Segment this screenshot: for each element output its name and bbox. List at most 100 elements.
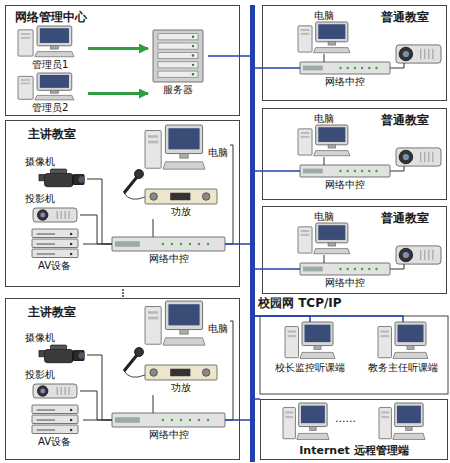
icon-part — [301, 406, 325, 423]
ctl-icon — [300, 263, 390, 275]
dot — [122, 292, 124, 294]
icon-group — [32, 229, 78, 258]
icon-part — [135, 348, 144, 357]
icon-group — [378, 322, 428, 358]
classroom-box: 普通教室电脑网络中控 — [262, 5, 447, 101]
icon-part — [21, 83, 31, 85]
icon-part — [301, 132, 310, 134]
icon-part — [37, 26, 72, 46]
icon-part — [37, 419, 55, 421]
icon-part — [361, 170, 363, 172]
av-icon — [32, 405, 78, 435]
icon-part — [32, 415, 78, 424]
icon-part — [37, 243, 55, 245]
icon-group — [145, 365, 217, 380]
icon-part — [301, 234, 310, 236]
node-label: 网络中控 — [300, 76, 390, 88]
icon-part — [171, 419, 173, 421]
icon-part — [112, 413, 225, 427]
projector-symbol — [396, 148, 441, 166]
computer-symbol — [283, 403, 329, 439]
icon-part — [379, 408, 391, 439]
amp-icon — [145, 365, 217, 380]
campus-network-bus: 校园网 TCP/IP — [250, 5, 255, 462]
icon-part — [314, 151, 350, 156]
icon-part — [314, 249, 350, 254]
icon-part — [378, 327, 392, 358]
connector-line — [255, 316, 310, 322]
node-label: 功放 — [145, 206, 217, 218]
icon-part — [124, 177, 137, 193]
node-label: 服务器 — [148, 84, 208, 96]
icon-part — [398, 325, 424, 342]
classroom-box: 普通教室电脑网络中控 — [262, 108, 447, 200]
controller-node: 网络中控 — [300, 165, 390, 191]
icon-part — [368, 67, 370, 69]
node-label: 网络中控 — [300, 277, 390, 289]
icon-part — [381, 416, 389, 418]
node-label: 管理员1 — [32, 59, 68, 71]
icon-group — [39, 169, 85, 187]
icon-part — [37, 233, 55, 235]
ctl-icon — [300, 62, 390, 74]
controller-node: 网络中控 — [112, 413, 225, 443]
icon-part — [150, 369, 158, 377]
icon-part — [393, 433, 425, 439]
icon-group — [39, 345, 85, 363]
icon-part — [124, 371, 145, 377]
proj-icon — [33, 205, 77, 225]
icon-part — [354, 268, 356, 270]
management-center-box: 网络管理中心管理员1管理员2服务器 — [5, 5, 240, 116]
icon-part — [303, 66, 323, 71]
icon-part — [300, 352, 335, 358]
projector-node: 投影机 — [25, 369, 80, 403]
icon-part — [207, 419, 209, 421]
icon-group — [18, 26, 74, 57]
projector-symbol — [396, 45, 441, 63]
icon-part — [69, 211, 70, 219]
ctl-icon — [112, 237, 225, 251]
icon-part — [318, 24, 345, 39]
dot — [122, 295, 124, 297]
icon-part — [40, 75, 69, 88]
icon-part — [50, 90, 58, 93]
icon-part — [163, 338, 205, 345]
icon-part — [192, 64, 194, 66]
classroom-box: 普通教室电脑网络中控 — [262, 206, 447, 294]
icon-part — [145, 189, 217, 204]
icon-group — [112, 237, 225, 251]
icon-part — [399, 47, 413, 61]
icon-part — [65, 211, 66, 219]
icon-part — [328, 42, 335, 45]
icon-part — [314, 346, 321, 350]
icon-group — [33, 208, 77, 222]
icon-part — [300, 62, 390, 74]
icon-part — [69, 387, 70, 395]
icon-part — [40, 28, 69, 43]
icon-part — [57, 387, 58, 395]
icon-part — [339, 170, 341, 172]
pc-icon — [378, 322, 428, 360]
icon-part — [78, 176, 85, 183]
node-label: 摄像机 — [25, 332, 55, 344]
section-title: 主讲教室 — [28, 127, 76, 141]
icon-part — [432, 250, 433, 260]
node-label: 摄像机 — [25, 156, 55, 168]
ellipsis-label: ...... — [335, 413, 356, 425]
icon-part — [328, 145, 335, 148]
controller-node: 网络中控 — [112, 237, 225, 267]
node-label: AV设备 — [38, 436, 71, 448]
icon-group — [298, 22, 350, 53]
icon-group — [298, 223, 350, 254]
node-label: 功放 — [145, 382, 217, 394]
server-icon — [153, 30, 203, 82]
icon-part — [150, 193, 158, 201]
icon-part — [73, 351, 84, 361]
icon-group — [145, 125, 205, 169]
icon-part — [45, 350, 74, 363]
icon-part — [361, 268, 363, 270]
icon-part — [381, 335, 390, 337]
server-node: 服务器 — [148, 30, 208, 98]
icon-part — [303, 169, 323, 174]
